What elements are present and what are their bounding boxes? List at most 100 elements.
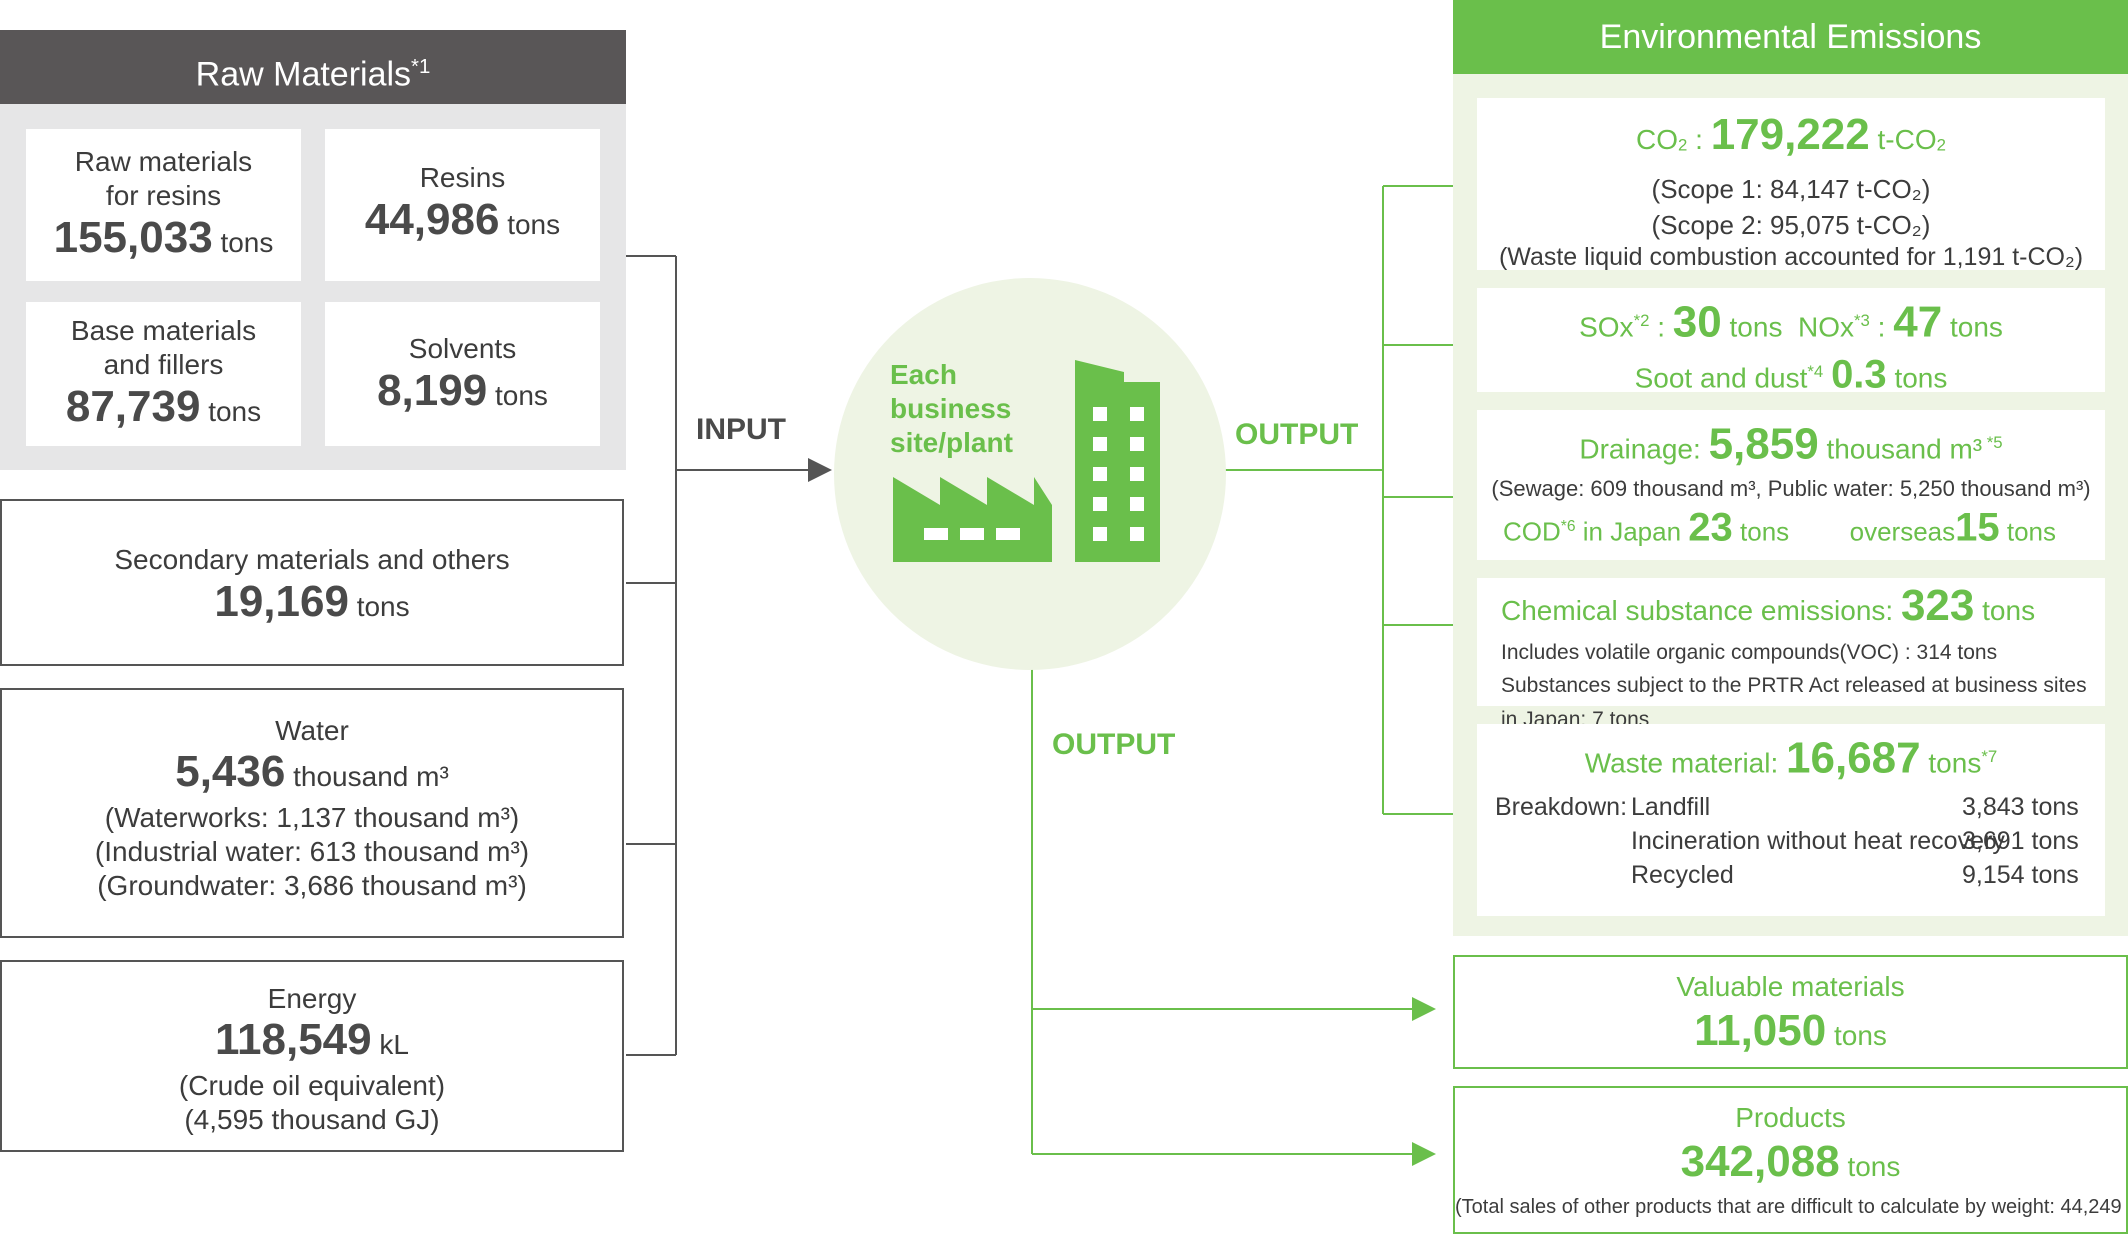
nox-note: *3: [1854, 311, 1870, 330]
input-arrow: [808, 458, 832, 482]
products-detail: (Total sales of other products that are …: [1455, 1196, 2128, 1218]
soot-unit: tons: [1894, 362, 1948, 394]
nox-value: 47: [1893, 297, 1943, 347]
cod-label: COD: [1503, 516, 1561, 547]
factory-icon: [893, 477, 1052, 562]
site-label-line2: business: [890, 393, 1012, 424]
soot-note: *4: [1807, 362, 1824, 382]
drainage-note: *5: [1982, 433, 2003, 452]
site-circle: [834, 278, 1226, 670]
secondary-label: Secondary materials and others: [114, 544, 510, 575]
water-label: Water: [275, 715, 349, 746]
water-unit: thousand m³: [293, 761, 449, 792]
chemical-detail-1: Includes volatile organic compounds(VOC)…: [1501, 641, 1998, 664]
sox-nox-box: SOx*2 : 30 tons NOx*3 : 47 tons Soot and…: [1477, 288, 2105, 395]
valuable-value: 11,050: [1694, 1006, 1827, 1055]
chemical-unit: tons: [1974, 595, 2036, 626]
energy-detail-1: (Crude oil equivalent): [178, 1070, 446, 1101]
energy-unit: kL: [379, 1029, 409, 1060]
waste-unit: tons: [1920, 747, 1982, 779]
rm-label-2: Resins: [419, 162, 506, 193]
nox-label: NOx: [1798, 311, 1855, 343]
co2-unit: t-CO: [1869, 124, 1937, 155]
co2-value: 179,222: [1710, 110, 1870, 159]
drainage-value: 5,859: [1708, 419, 1819, 469]
env-emissions-title: Environmental Emissions: [1599, 18, 1982, 56]
chemical-box: Chemical substance emissions: 323 tons I…: [1477, 578, 2105, 731]
soot-label: Soot and dust: [1634, 362, 1808, 394]
soot-value: 0.3: [1831, 352, 1887, 397]
site-label-line1: Each: [890, 359, 957, 390]
waste-row-value: 9,154 tons: [1962, 861, 2079, 890]
rm-value-4: 8,199: [377, 366, 488, 415]
secondary-value: 19,169: [214, 577, 349, 626]
water-value: 5,436: [175, 747, 286, 796]
env-emissions-header: Environmental Emissions: [1453, 0, 2128, 74]
rm-label-3: Base materials: [70, 315, 257, 346]
sox-colon: :: [1649, 311, 1673, 343]
valuable-label: Valuable materials: [1676, 971, 1905, 1002]
rm-unit-2: tons: [507, 209, 561, 240]
drainage-box: Drainage: 5,859 thousand m³ *5 (Sewage: …: [1477, 410, 2105, 560]
cod-overseas-unit: tons: [1999, 516, 2056, 547]
water-box: Water 5,436 thousand m³ (Waterworks: 1,1…: [0, 688, 624, 938]
drainage-detail: (Sewage: 609 thousand m³, Public water: …: [1491, 476, 2091, 502]
valuable-unit: tons: [1834, 1020, 1887, 1051]
water-detail-2: (Industrial water: 613 thousand m³): [94, 836, 530, 867]
sox-label: SOx: [1579, 311, 1634, 343]
waste-box: Waste material: 16,687 tons*7 Breakdown:…: [1477, 724, 2105, 916]
waste-breakdown-label: Breakdown:: [1495, 793, 1628, 822]
co2-label-sub: 2: [1678, 135, 1688, 155]
drainage-unit: thousand m³: [1818, 433, 1983, 465]
secondary-materials-box: Secondary materials and others 19,169 to…: [0, 499, 624, 666]
rm-value-3: 87,739: [65, 382, 201, 431]
products-label: Products: [1735, 1102, 1846, 1133]
raw-materials-title: Raw Materials: [195, 55, 412, 94]
secondary-unit: tons: [356, 591, 410, 622]
waste-label: Waste material:: [1584, 747, 1787, 779]
rm-label-3b: and fillers: [103, 349, 224, 380]
water-detail-3: (Groundwater: 3,686 thousand m³): [97, 870, 527, 901]
co2-box: CO2 : 179,222 t-CO2 (Scope 1: 84,147 t-C…: [1477, 98, 2105, 271]
waste-row-name: Incineration without heat recovery: [1631, 827, 2005, 856]
raw-materials-header: Raw Materials*1: [0, 30, 626, 104]
cod-japan-label: in Japan: [1575, 516, 1689, 547]
co2-label: CO: [1636, 124, 1678, 155]
valuable-materials-box: Valuable materials 11,050 tons: [1453, 955, 2128, 1069]
energy-value: 118,549: [215, 1015, 372, 1064]
waste-row-name: Landfill: [1631, 793, 1711, 822]
output-arrow-products: [1412, 1142, 1436, 1166]
chemical-value: 323: [1900, 581, 1975, 630]
rm-unit-3: tons: [208, 396, 262, 427]
site-label: Each business site/plant: [890, 358, 1013, 460]
output-label-bottom: OUTPUT: [1052, 728, 1176, 761]
cod-japan-value: 23: [1688, 505, 1733, 550]
waste-row-name: Recycled: [1631, 861, 1734, 890]
waste-value: 16,687: [1786, 733, 1921, 783]
output-label-right: OUTPUT: [1235, 418, 1359, 451]
co2-waste-liquid: (Waste liquid combustion accounted for 1…: [1498, 242, 2084, 271]
rm-unit-4: tons: [494, 380, 548, 411]
co2-unit-sub: 2: [1936, 135, 1946, 155]
products-value: 342,088: [1680, 1137, 1840, 1186]
chemical-label: Chemical substance emissions:: [1501, 595, 1901, 626]
nox-unit: tons: [1949, 311, 2003, 343]
resins-box: Resins 44,986 tons: [325, 129, 600, 281]
cod-japan-unit: tons: [1732, 516, 1790, 547]
base-materials-box: Base materials and fillers 87,739 tons: [26, 302, 301, 446]
rm-value-2: 44,986: [364, 195, 500, 244]
sox-unit: tons: [1729, 311, 1783, 343]
output-arrow-valuable: [1412, 997, 1436, 1021]
rm-unit-1: tons: [220, 227, 274, 258]
energy-box: Energy 118,549 kL (Crude oil equivalent)…: [0, 960, 624, 1152]
co2-scope2: (Scope 2: 95,075 t-CO₂): [1651, 209, 1931, 240]
raw-materials-note: *1: [411, 56, 431, 78]
products-unit: tons: [1847, 1151, 1901, 1182]
sox-value: 30: [1672, 297, 1722, 347]
building-icon: [1075, 360, 1160, 562]
sox-note: *2: [1633, 311, 1650, 330]
energy-detail-2: (4,595 thousand GJ): [184, 1104, 440, 1135]
products-box: Products 342,088 tons (Total sales of ot…: [1453, 1086, 2128, 1234]
site-label-line3: site/plant: [890, 427, 1013, 458]
